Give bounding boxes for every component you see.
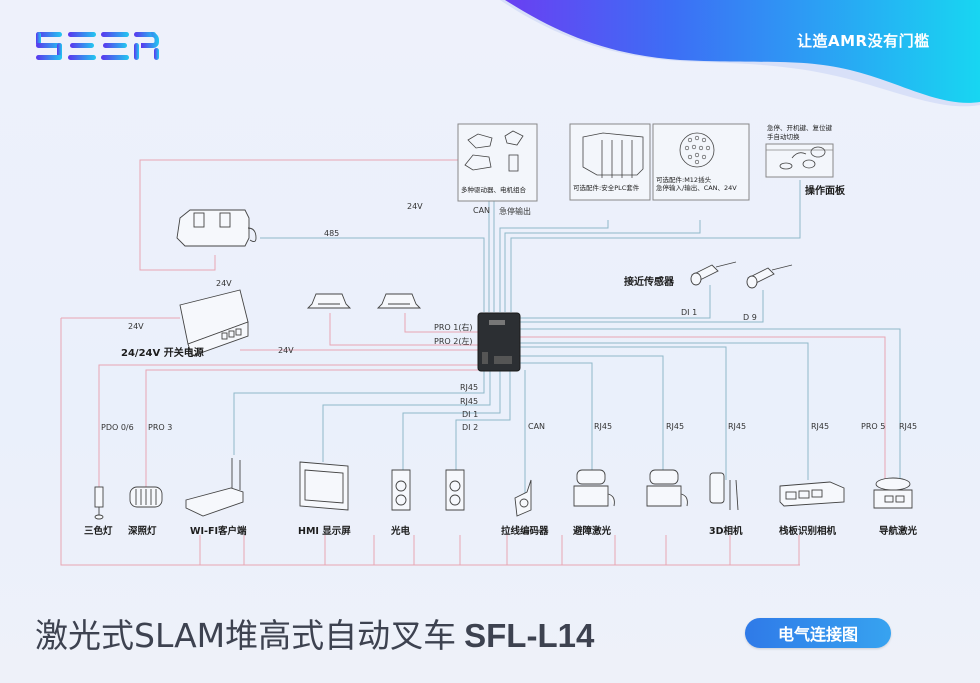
wire-label-24v-bottom: 24V xyxy=(278,346,294,355)
panel-note-line1: 急停、开机键、复位键 xyxy=(767,124,832,132)
wire-label-pro5: PRO 5 xyxy=(861,422,886,431)
wire-label-rj45-a: RJ45 xyxy=(460,383,479,392)
m12-caption-line1: 可选配件:M12插头 xyxy=(656,176,712,184)
panel-note-line2: 手自动切换 xyxy=(767,133,800,141)
wire-label-can-encoder: CAN xyxy=(528,422,546,431)
m12-box xyxy=(652,123,750,201)
m12-caption-line2: 急停输入/输出、CAN、24V xyxy=(656,184,737,192)
seer-logo xyxy=(36,32,159,60)
wire-label-rj45-b: RJ45 xyxy=(460,397,479,406)
wire-label-rj45-nav: RJ45 xyxy=(899,422,918,431)
device-label-tricolor-light: 三色灯 xyxy=(84,526,113,537)
device-label-wifi-client: WI-FI客户端 xyxy=(190,526,247,537)
wire-label-rj45-obstacle1: RJ45 xyxy=(594,422,613,431)
speaker-left xyxy=(376,293,422,309)
wire-label-can-top: CAN xyxy=(473,206,491,215)
wire-label-485: 485 xyxy=(324,229,340,238)
wire-label-pro3: PRO 3 xyxy=(148,423,173,432)
obstacle-lidar-1-shape xyxy=(573,469,615,507)
device-label-nav-lidar: 导航激光 xyxy=(879,526,918,537)
wire-label-pro2: PRO 2(左) xyxy=(434,337,473,346)
hmi-display-shape xyxy=(299,461,349,511)
wire-label-pro1: PRO 1(右) xyxy=(434,323,473,332)
drivers-caption: 多种驱动器、电机组合 xyxy=(461,186,526,194)
wire-label-rj45-pallet: RJ45 xyxy=(811,422,830,431)
pallet-camera-shape xyxy=(779,481,845,507)
signal-lines xyxy=(233,180,901,505)
camera-3d-shape xyxy=(709,472,739,511)
operation-panel xyxy=(765,143,834,178)
wire-label-estop-out: 急停输出 xyxy=(499,207,531,216)
device-label-obstacle-lidar: 避障激光 xyxy=(573,526,612,537)
device-label-pallet-camera: 栈板识别相机 xyxy=(779,526,837,537)
photoelectric-2-shape xyxy=(445,469,465,511)
speaker-right xyxy=(306,293,352,309)
plc-caption: 可选配件:安全PLC套件 xyxy=(573,184,640,192)
device-label-photoelectric: 光电 xyxy=(391,526,411,537)
wire-label-di1: DI 1 xyxy=(462,410,479,419)
power-supply-label: 24/24V 开关电源 xyxy=(121,348,204,359)
wire-label-24v-battery: 24V xyxy=(216,279,232,288)
header-wave xyxy=(500,0,980,107)
wire-label-d9-prox: D 9 xyxy=(743,313,757,322)
proximity-sensor-label: 接近传感器 xyxy=(624,277,674,288)
proximity-sensor-2 xyxy=(746,264,793,289)
device-label-wire-encoder: 拉线编码器 xyxy=(501,526,549,537)
slogan: 让造AMR没有门槛 xyxy=(797,32,930,50)
model-name: SFL-L14 xyxy=(464,617,595,654)
proximity-sensor-1 xyxy=(690,261,737,286)
wire-label-rj45-obstacle2: RJ45 xyxy=(666,422,685,431)
diagram-type-badge: 电气连接图 xyxy=(745,618,891,648)
floodlight-shape xyxy=(129,486,163,508)
wire-label-rj45-3d: RJ45 xyxy=(728,422,747,431)
wire-label-24v-top: 24V xyxy=(407,202,423,211)
battery xyxy=(176,209,257,247)
wire-encoder-shape xyxy=(514,479,532,517)
wire-label-di1-prox: DI 1 xyxy=(681,308,698,317)
nav-lidar-shape xyxy=(873,477,913,509)
title-text: 激光式SLAM堆高式自动叉车 xyxy=(35,616,457,655)
plc-box xyxy=(569,123,651,201)
panel-title: 操作面板 xyxy=(805,186,845,197)
obstacle-lidar-2-shape xyxy=(646,469,688,507)
wifi-client-shape xyxy=(185,458,244,517)
wire-label-pdo: PDO 0/6 xyxy=(101,423,134,432)
tricolor-light-shape xyxy=(94,486,104,520)
device-label-hmi-display: HMI 显示屏 xyxy=(298,526,351,537)
controller xyxy=(477,312,521,372)
power-supply-unit xyxy=(179,289,249,357)
power-lines xyxy=(60,159,886,566)
device-label-camera-3d: 3D相机 xyxy=(709,526,743,537)
device-label-floodlight: 深照灯 xyxy=(128,526,157,537)
photoelectric-1-shape xyxy=(391,469,411,511)
drivers-box xyxy=(457,123,538,202)
wire-label-di2: DI 2 xyxy=(462,423,479,432)
wire-label-24v-left: 24V xyxy=(128,322,144,331)
